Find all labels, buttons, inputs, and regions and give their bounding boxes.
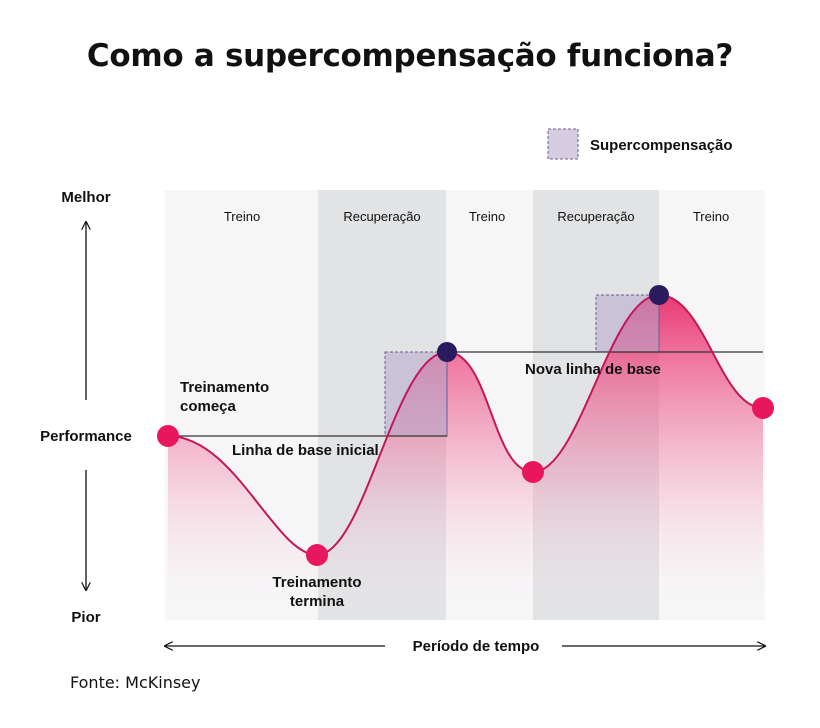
new-baseline-label: Nova linha de base <box>525 361 661 378</box>
supercompensation-box-1 <box>384 351 448 437</box>
supercompensation-box-2 <box>595 294 660 353</box>
phase-label-5: Treino <box>693 209 729 224</box>
source-note: Fonte: McKinsey <box>70 673 201 692</box>
initial-baseline-label: Linha de base inicial <box>232 442 379 459</box>
y-axis-bottom-label: Pior <box>71 609 100 626</box>
y-axis-top-label: Melhor <box>61 189 110 206</box>
phase-label-1: Treino <box>224 209 260 224</box>
y-axis-middle-label: Performance <box>40 428 132 445</box>
phase-label-2: Recuperação <box>343 209 420 224</box>
phase-label-3: Treino <box>469 209 505 224</box>
chart-title: Como a supercompensação funciona? <box>86 38 734 74</box>
low-point-2 <box>522 461 544 483</box>
start-point <box>157 425 179 447</box>
peak-point-1 <box>437 342 457 362</box>
training-end-point <box>306 544 328 566</box>
phase-label-4: Recuperação <box>557 209 634 224</box>
x-axis-label: Período de tempo <box>413 638 540 655</box>
peak-point-2 <box>649 285 669 305</box>
performance-area <box>168 295 763 620</box>
end-point <box>752 397 774 419</box>
legend-swatch <box>547 128 579 160</box>
legend-label: Supercompensação <box>590 137 733 154</box>
